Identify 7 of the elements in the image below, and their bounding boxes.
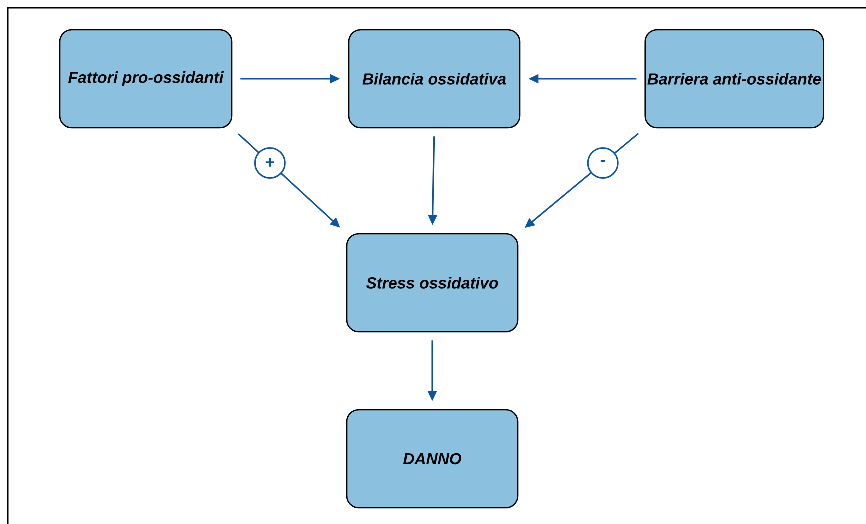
process-box: Bilancia ossidativa (348, 29, 521, 129)
edge-label: + (254, 147, 286, 179)
edge-label: - (587, 147, 619, 179)
process-box: Fattori pro-ossidanti (59, 29, 233, 129)
process-box: Barriera anti-ossidante (644, 29, 824, 129)
process-box: DANNO (346, 409, 519, 509)
process-box: Stress ossidativo (346, 233, 519, 333)
